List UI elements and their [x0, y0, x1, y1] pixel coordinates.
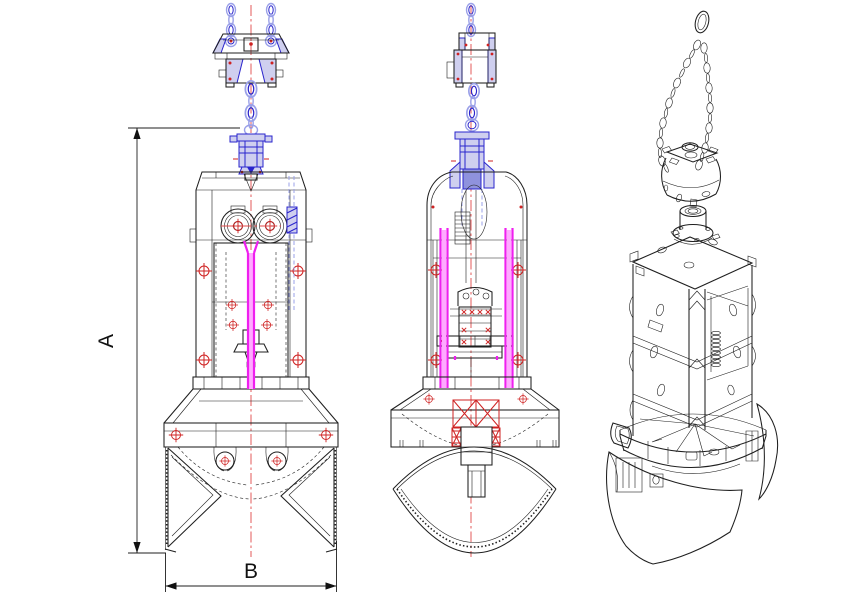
jaw-pivot-left: [213, 446, 237, 472]
cable-sheave-right: [252, 205, 288, 244]
chain-hub: [661, 142, 722, 208]
shell-blade-right: [756, 402, 779, 501]
hoist-cables-front: [242, 240, 260, 389]
hydraulic-lines: [286, 176, 298, 312]
cable-sheave-left: [220, 205, 256, 244]
isometric-view: [606, 10, 779, 565]
side-view: [390, 2, 560, 557]
guide-cables-side: [439, 228, 514, 388]
jaw-blade-left: [164, 447, 222, 553]
tower-frame: [629, 236, 757, 436]
dimension-a: A: [95, 127, 240, 554]
dimension-b: B: [165, 541, 337, 592]
dimension-b-label: B: [244, 560, 258, 583]
lower-shoulder: [163, 388, 339, 448]
suspension-bracket: [212, 33, 290, 88]
rotor-base: [610, 413, 767, 474]
front-view: A B: [95, 2, 339, 592]
dimension-a-label: A: [95, 334, 118, 348]
lifting-ring: [694, 10, 710, 34]
center-shaft: [460, 426, 493, 498]
bucket-side-profile: [392, 446, 557, 554]
top-cap: [670, 204, 721, 245]
jaw-pivot-right: [265, 446, 289, 472]
coil-spring: [711, 330, 721, 367]
swivel-cylinder: [449, 131, 495, 228]
lifting-chain-side: [464, 82, 480, 132]
jaw-blade-right: [280, 447, 338, 553]
cross-brace-red: [452, 399, 500, 428]
shell-blade-left: [606, 451, 743, 565]
suspension-bracket-side: [446, 32, 497, 88]
